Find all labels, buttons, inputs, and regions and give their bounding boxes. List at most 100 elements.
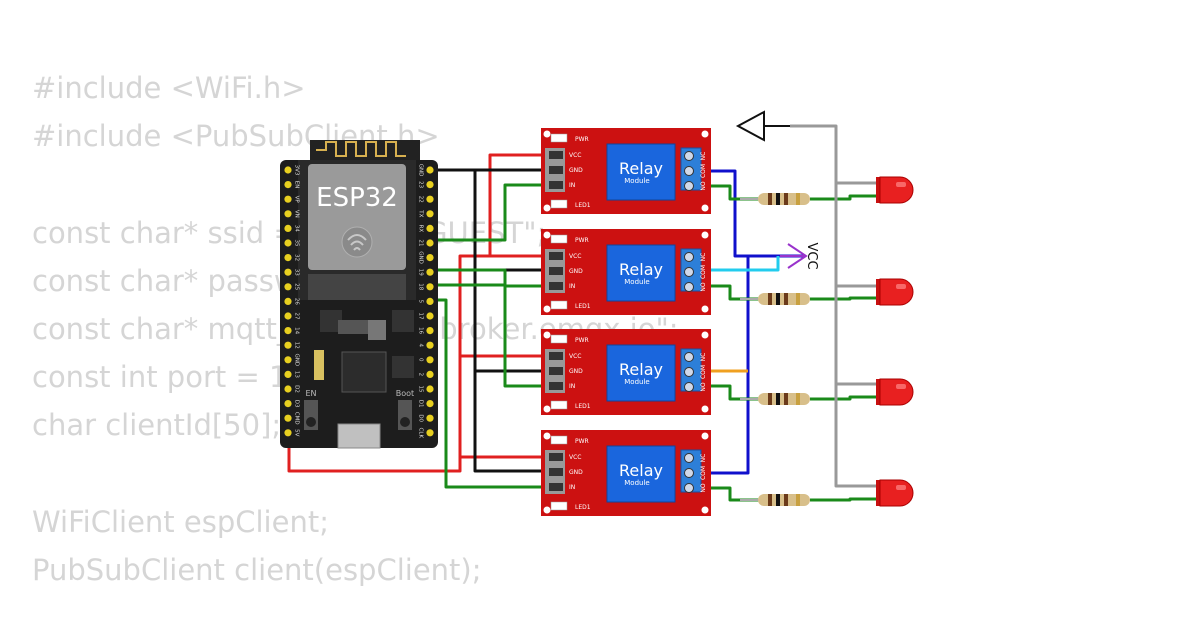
en-button[interactable]: EN — [304, 389, 318, 430]
esp32-pin-label: 22 — [418, 196, 424, 203]
relay-terminal-label: NO — [700, 483, 707, 492]
wire-com-2[interactable] — [690, 256, 780, 272]
esp32-pin[interactable]: 32 — [284, 254, 300, 262]
relay-pin-gnd[interactable]: GND — [549, 468, 583, 476]
esp32-pin-label: 3V3 — [294, 165, 300, 176]
wire-led-4[interactable] — [810, 497, 880, 502]
esp32-pin[interactable]: GND — [284, 353, 300, 366]
relay-terminal-no[interactable]: NO — [684, 382, 708, 392]
esp32-pin[interactable]: CMD — [284, 412, 300, 425]
relay-pin-in[interactable]: IN — [549, 483, 575, 491]
esp32-pin[interactable]: 22 — [418, 195, 434, 203]
esp32-pin[interactable]: 3V3 — [284, 165, 300, 176]
esp32-pin[interactable]: D2 — [284, 385, 300, 393]
wire-led-3[interactable] — [810, 395, 880, 401]
relay-terminal-nc[interactable]: NC — [684, 252, 708, 262]
wire-led-2[interactable] — [810, 296, 880, 301]
esp32-pin[interactable]: 27 — [284, 312, 300, 320]
led-4-icon[interactable] — [876, 479, 914, 507]
leds — [876, 176, 914, 507]
relay-terminal-nc[interactable]: NC — [684, 352, 708, 362]
esp32-pin[interactable]: CLK — [418, 428, 434, 439]
esp32-pin[interactable]: TX — [418, 209, 434, 218]
relay-pin-vcc[interactable]: VCC — [549, 252, 581, 260]
relay-pin-in[interactable]: IN — [549, 181, 575, 189]
esp32-pin[interactable]: 2 — [418, 370, 434, 378]
esp32-pin[interactable]: 23 — [418, 181, 434, 189]
pwr-led-label: PWR — [575, 136, 589, 143]
relay-pin-gnd[interactable]: GND — [549, 267, 583, 275]
wire-led-1[interactable] — [810, 194, 880, 201]
relay-pin-in[interactable]: IN — [549, 382, 575, 390]
esp32-pin[interactable]: 26 — [284, 297, 300, 306]
esp32-pin[interactable]: 16 — [418, 327, 434, 335]
relay-pin-gnd[interactable]: GND — [549, 367, 583, 375]
relay-terminal-no[interactable]: NO — [684, 282, 708, 292]
esp32-pin[interactable]: 4 — [418, 341, 434, 349]
relay-pin-gnd[interactable]: GND — [549, 166, 583, 174]
wire-vcc-main[interactable] — [287, 153, 545, 473]
led-3-icon[interactable] — [876, 378, 914, 406]
esp32-pin[interactable]: 35 — [284, 239, 300, 247]
esp32-pin[interactable]: EN — [284, 181, 300, 189]
led-1-icon[interactable] — [876, 176, 914, 204]
esp32-pin[interactable]: VN — [284, 210, 300, 218]
relay-pin-in[interactable]: IN — [549, 282, 575, 290]
wire-signal-2[interactable] — [428, 268, 545, 288]
relay-terminal-nc[interactable]: NC — [684, 151, 708, 161]
relay-terminal-no[interactable]: NO — [684, 181, 708, 191]
esp32-pin[interactable]: 25 — [284, 283, 300, 291]
wire-signal-1[interactable] — [428, 183, 545, 242]
esp32-pin[interactable]: 5 — [418, 297, 434, 305]
esp32-pin[interactable]: D0 — [418, 414, 434, 423]
esp32-pin[interactable]: 34 — [284, 224, 300, 233]
esp32-pin-label: 5 — [418, 300, 424, 304]
relay-pin-vcc[interactable]: VCC — [549, 151, 581, 159]
resistor-2[interactable] — [758, 293, 810, 305]
relay-terminal-com[interactable]: COM — [684, 466, 708, 480]
esp32-pin[interactable]: GND — [418, 251, 434, 264]
esp32-pin[interactable]: 0 — [418, 356, 434, 364]
wire-vcc-bus[interactable] — [690, 169, 805, 475]
wire-signal-3[interactable] — [428, 283, 545, 388]
esp32-pin[interactable]: 14 — [284, 327, 300, 335]
esp32-pin[interactable]: 19 — [418, 268, 434, 277]
esp32-pin[interactable]: 12 — [284, 341, 300, 349]
esp32-pin[interactable]: 15 — [418, 385, 434, 393]
relay-terminal-com[interactable]: COM — [684, 164, 708, 178]
led-2-icon[interactable] — [876, 278, 914, 306]
esp32-pin[interactable]: VP — [284, 195, 300, 204]
relay-pin-vcc[interactable]: VCC — [549, 352, 581, 360]
relay-terminal-com[interactable]: COM — [684, 365, 708, 379]
esp32-pin[interactable]: D1 — [418, 400, 434, 408]
wire-signal-4[interactable] — [428, 298, 545, 489]
esp32-pin[interactable]: 5V — [284, 429, 300, 437]
esp32-pin[interactable]: 18 — [418, 283, 434, 291]
wire-led-gnd[interactable] — [790, 124, 880, 488]
esp32-pin[interactable]: 33 — [284, 268, 300, 277]
esp32-pin[interactable]: 21 — [418, 239, 434, 247]
relay-terminal-label: COM — [700, 265, 707, 279]
relay-terminal-com[interactable]: COM — [684, 265, 708, 279]
esp32-pin[interactable]: 17 — [418, 312, 434, 320]
esp32-pin[interactable]: D3 — [284, 400, 300, 408]
resistor-3[interactable] — [758, 393, 810, 405]
esp32-pin[interactable]: 13 — [284, 370, 300, 379]
resistor-1[interactable] — [758, 193, 810, 205]
boot-button[interactable]: Boot — [396, 389, 414, 430]
relay-pin-vcc[interactable]: VCC — [549, 453, 581, 461]
resistor-4[interactable] — [758, 494, 810, 506]
relay-terminal-no[interactable]: NO — [684, 483, 708, 493]
esp32-pin-label: VP — [294, 196, 300, 204]
relay-terminal-nc[interactable]: NC — [684, 453, 708, 463]
wire-gnd-main[interactable] — [428, 168, 545, 473]
relay-pin-label: VCC — [569, 454, 581, 461]
esp32-pin[interactable]: RX — [418, 225, 434, 233]
esp32-pin[interactable]: GND — [418, 164, 434, 177]
esp32-pin-label: 5V — [294, 429, 300, 436]
